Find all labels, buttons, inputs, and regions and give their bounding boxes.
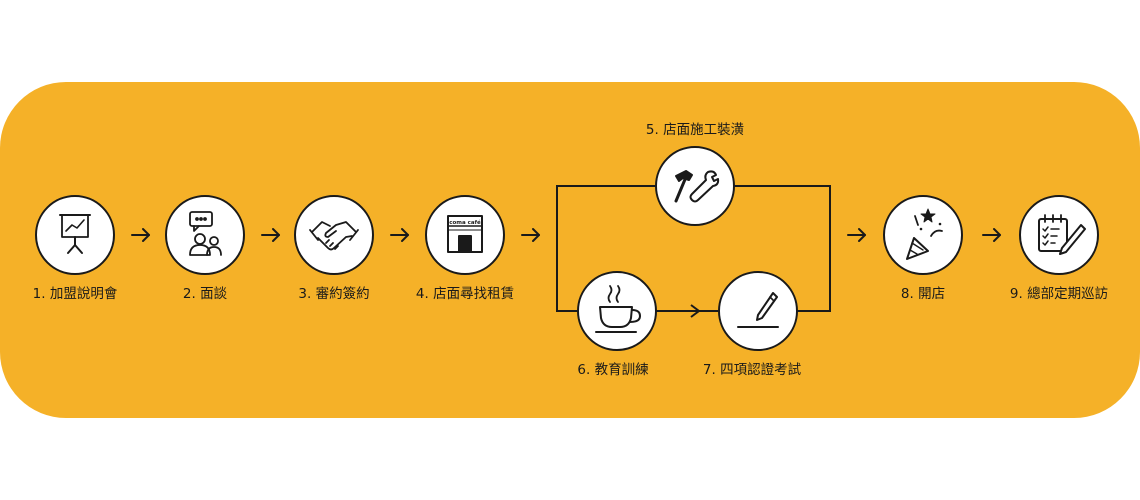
node-5 bbox=[655, 146, 735, 226]
node-9 bbox=[1019, 195, 1099, 275]
arrow-1-2 bbox=[131, 228, 150, 242]
branch-right bbox=[734, 185, 831, 312]
step-label-6: 6. 教育訓練 bbox=[577, 362, 649, 378]
branch-lines bbox=[556, 185, 831, 318]
node-8 bbox=[883, 195, 963, 275]
coffee-cup-icon bbox=[595, 285, 641, 333]
chat-people-icon bbox=[189, 211, 222, 256]
node-2 bbox=[165, 195, 245, 275]
arrow-branch-8 bbox=[847, 228, 866, 242]
arrow-4-branch bbox=[521, 228, 540, 242]
presentation-board-icon bbox=[59, 214, 91, 254]
step-label-5: 5. 店面施工裝潢 bbox=[645, 122, 745, 138]
step-label-7: 7. 四項認證考試 bbox=[702, 362, 802, 378]
node-1 bbox=[35, 195, 115, 275]
step-label-3: 3. 審約簽約 bbox=[298, 286, 370, 302]
checklist-icon bbox=[1038, 214, 1086, 255]
shop-sign-text: coma café bbox=[449, 219, 481, 226]
step-label-1: 1. 加盟說明會 bbox=[32, 286, 118, 302]
node-circles bbox=[35, 146, 1099, 351]
node-3 bbox=[294, 195, 374, 275]
node-7 bbox=[718, 271, 798, 351]
arrowhead-6-7 bbox=[690, 304, 701, 318]
pencil-sign-icon bbox=[737, 292, 779, 328]
arrow-8-9 bbox=[982, 228, 1001, 242]
flow-arrows bbox=[131, 228, 1001, 242]
branch-left bbox=[556, 185, 656, 312]
step-label-9: 9. 總部定期巡訪 bbox=[1009, 286, 1109, 302]
storefront-icon bbox=[447, 215, 483, 253]
hammer-wrench-icon bbox=[674, 170, 720, 203]
step-label-2: 2. 面談 bbox=[182, 286, 228, 302]
step-label-8: 8. 開店 bbox=[900, 286, 946, 302]
party-popper-icon bbox=[906, 208, 943, 260]
handshake-icon bbox=[309, 221, 359, 251]
step-label-4: 4. 店面尋找租賃 bbox=[415, 286, 515, 302]
arrow-3-4 bbox=[390, 228, 409, 242]
arrow-2-3 bbox=[261, 228, 280, 242]
node-6 bbox=[577, 271, 657, 351]
